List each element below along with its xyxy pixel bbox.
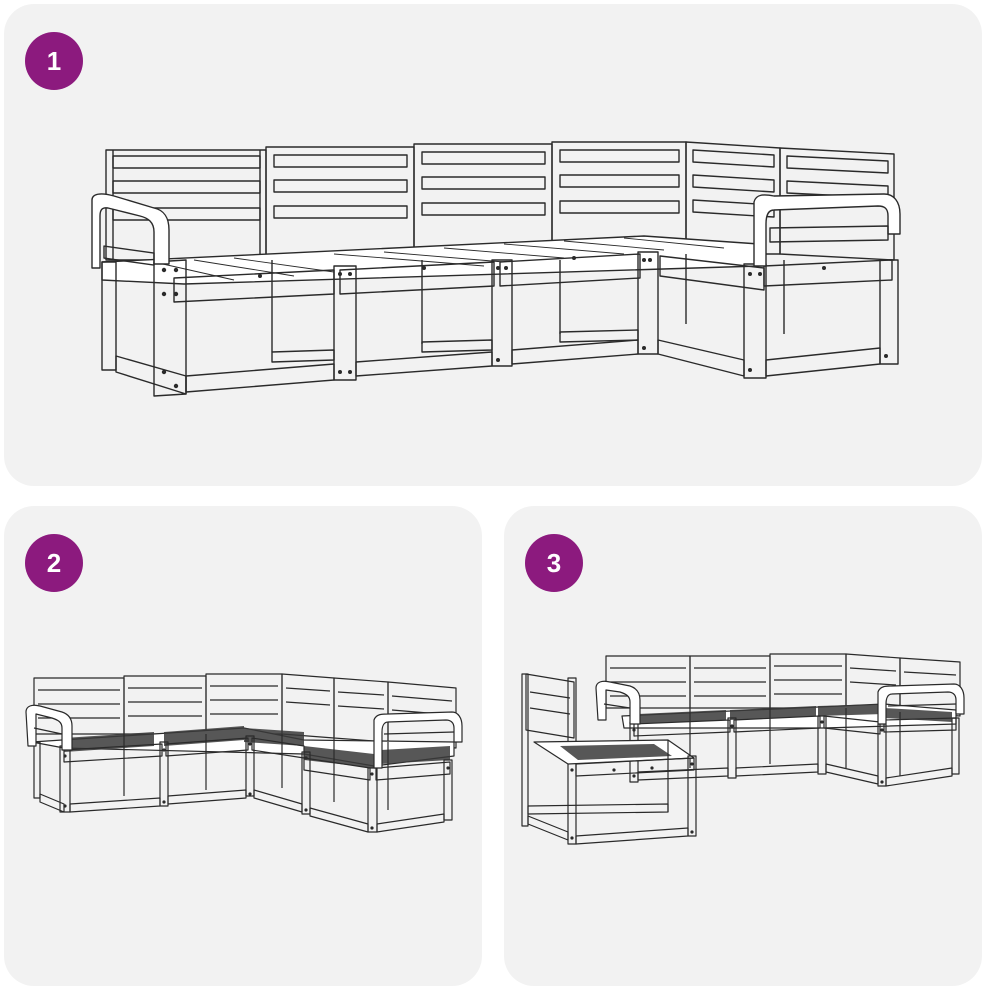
step-panel-3: 3 [504,506,982,986]
step-panel-2: 2 [4,506,482,986]
step-badge-1: 1 [25,32,83,90]
sofa-assembled-icon [4,4,982,486]
step-badge-3: 3 [525,534,583,592]
step-number: 3 [546,548,562,578]
step-panel-1: 1 [4,4,982,486]
step-number: 1 [46,46,62,76]
sofa-corner-layout-icon [4,506,482,986]
sofa-with-separate-ottoman-icon [504,506,982,986]
step-number: 2 [46,548,62,578]
step-badge-2: 2 [25,534,83,592]
